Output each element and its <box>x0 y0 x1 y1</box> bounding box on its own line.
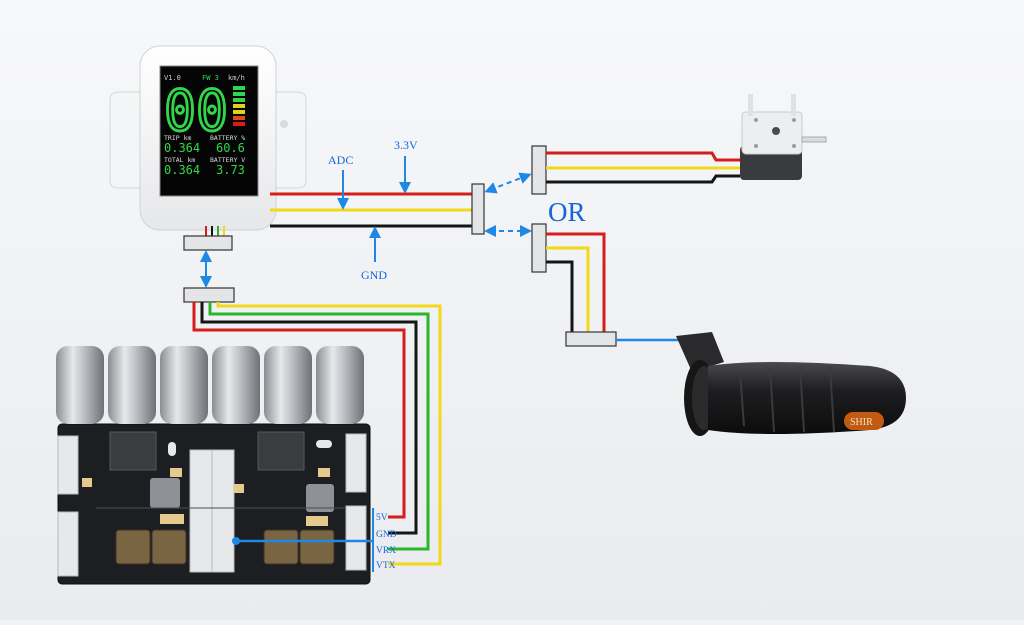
display-battery-pct-value: 60.6 <box>216 141 245 155</box>
display-total-label: TOTAL km <box>164 156 195 164</box>
label-or: OR <box>548 197 586 227</box>
display-trip-value: 0.364 <box>164 141 200 155</box>
esc-board-icon <box>56 346 371 585</box>
throttle-cable-connector <box>565 331 617 347</box>
display-battery-v-value: 3.73 <box>216 163 245 177</box>
display-speed-unit: km/h <box>228 74 245 82</box>
display-version: V1.0 <box>164 74 181 82</box>
board-signal-dot <box>232 537 240 545</box>
board-cable-connector <box>183 287 235 303</box>
battery-cells <box>56 346 364 424</box>
grip-logo: SHIR <box>850 417 873 428</box>
display-speed: 00 <box>164 79 228 144</box>
throttle-connector <box>531 223 547 273</box>
sensor-connector <box>471 183 485 235</box>
hall-sensor-icon <box>740 94 827 180</box>
pin-vrx: VRX <box>376 546 396 556</box>
display-trip-label: TRIP km <box>164 134 191 142</box>
thumb-throttle-grip-icon: SHIR <box>676 332 906 436</box>
label-gnd: GND <box>361 268 387 282</box>
board-wires <box>192 302 442 566</box>
label-adc: ADC <box>328 153 353 167</box>
uart-pin-labels: 5V GND VRX VTX <box>372 508 397 572</box>
label-3v3: 3.3V <box>394 138 418 152</box>
lcd-display-icon: V1.0 FW 3 km/h 00 TRIP km BATTERY % 0.36… <box>109 45 307 236</box>
pin-5v: 5V <box>376 513 388 523</box>
throttle-wires <box>546 232 606 332</box>
hall-wires <box>546 151 740 184</box>
link-arrow-sensor <box>484 172 532 194</box>
display-connector <box>183 235 233 251</box>
pin-vtx: VTX <box>376 561 396 571</box>
display-total-value: 0.364 <box>164 163 200 177</box>
display-battery-v-label: BATTERY V <box>210 156 245 164</box>
hall-connector <box>531 145 547 195</box>
display-battery-pct-label: BATTERY % <box>210 134 245 142</box>
pin-gnd: GND <box>376 530 397 540</box>
battery-level-bar <box>233 86 245 126</box>
display-fw: FW 3 <box>202 74 219 82</box>
